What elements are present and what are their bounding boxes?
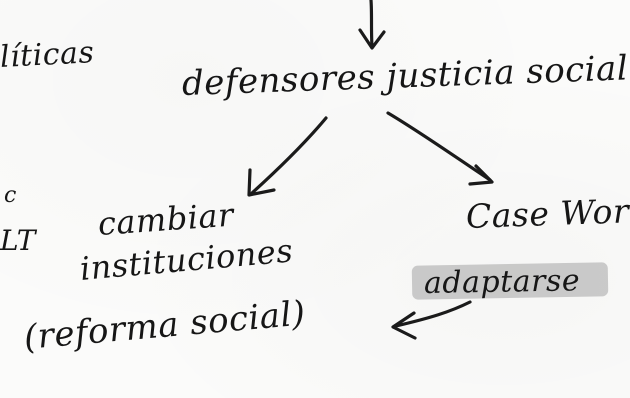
adaptarse-label: adaptarse [423, 263, 581, 301]
diagonal-arrow-down-left-icon [247, 116, 328, 197]
arrow-left-icon [391, 300, 472, 340]
main-heading: defensores justicia social [181, 48, 629, 104]
down-arrow-icon [358, 0, 386, 50]
casework-label: Case Work [465, 190, 630, 236]
reforma-social-label: (reforma social) [22, 293, 308, 358]
lt-fragment: LT [0, 224, 36, 257]
c-fragment: c [4, 183, 17, 208]
politicas-fragment: líticas [0, 35, 96, 75]
diagonal-arrow-down-right-icon [386, 111, 494, 186]
cambiar-label: cambiar [96, 195, 235, 243]
